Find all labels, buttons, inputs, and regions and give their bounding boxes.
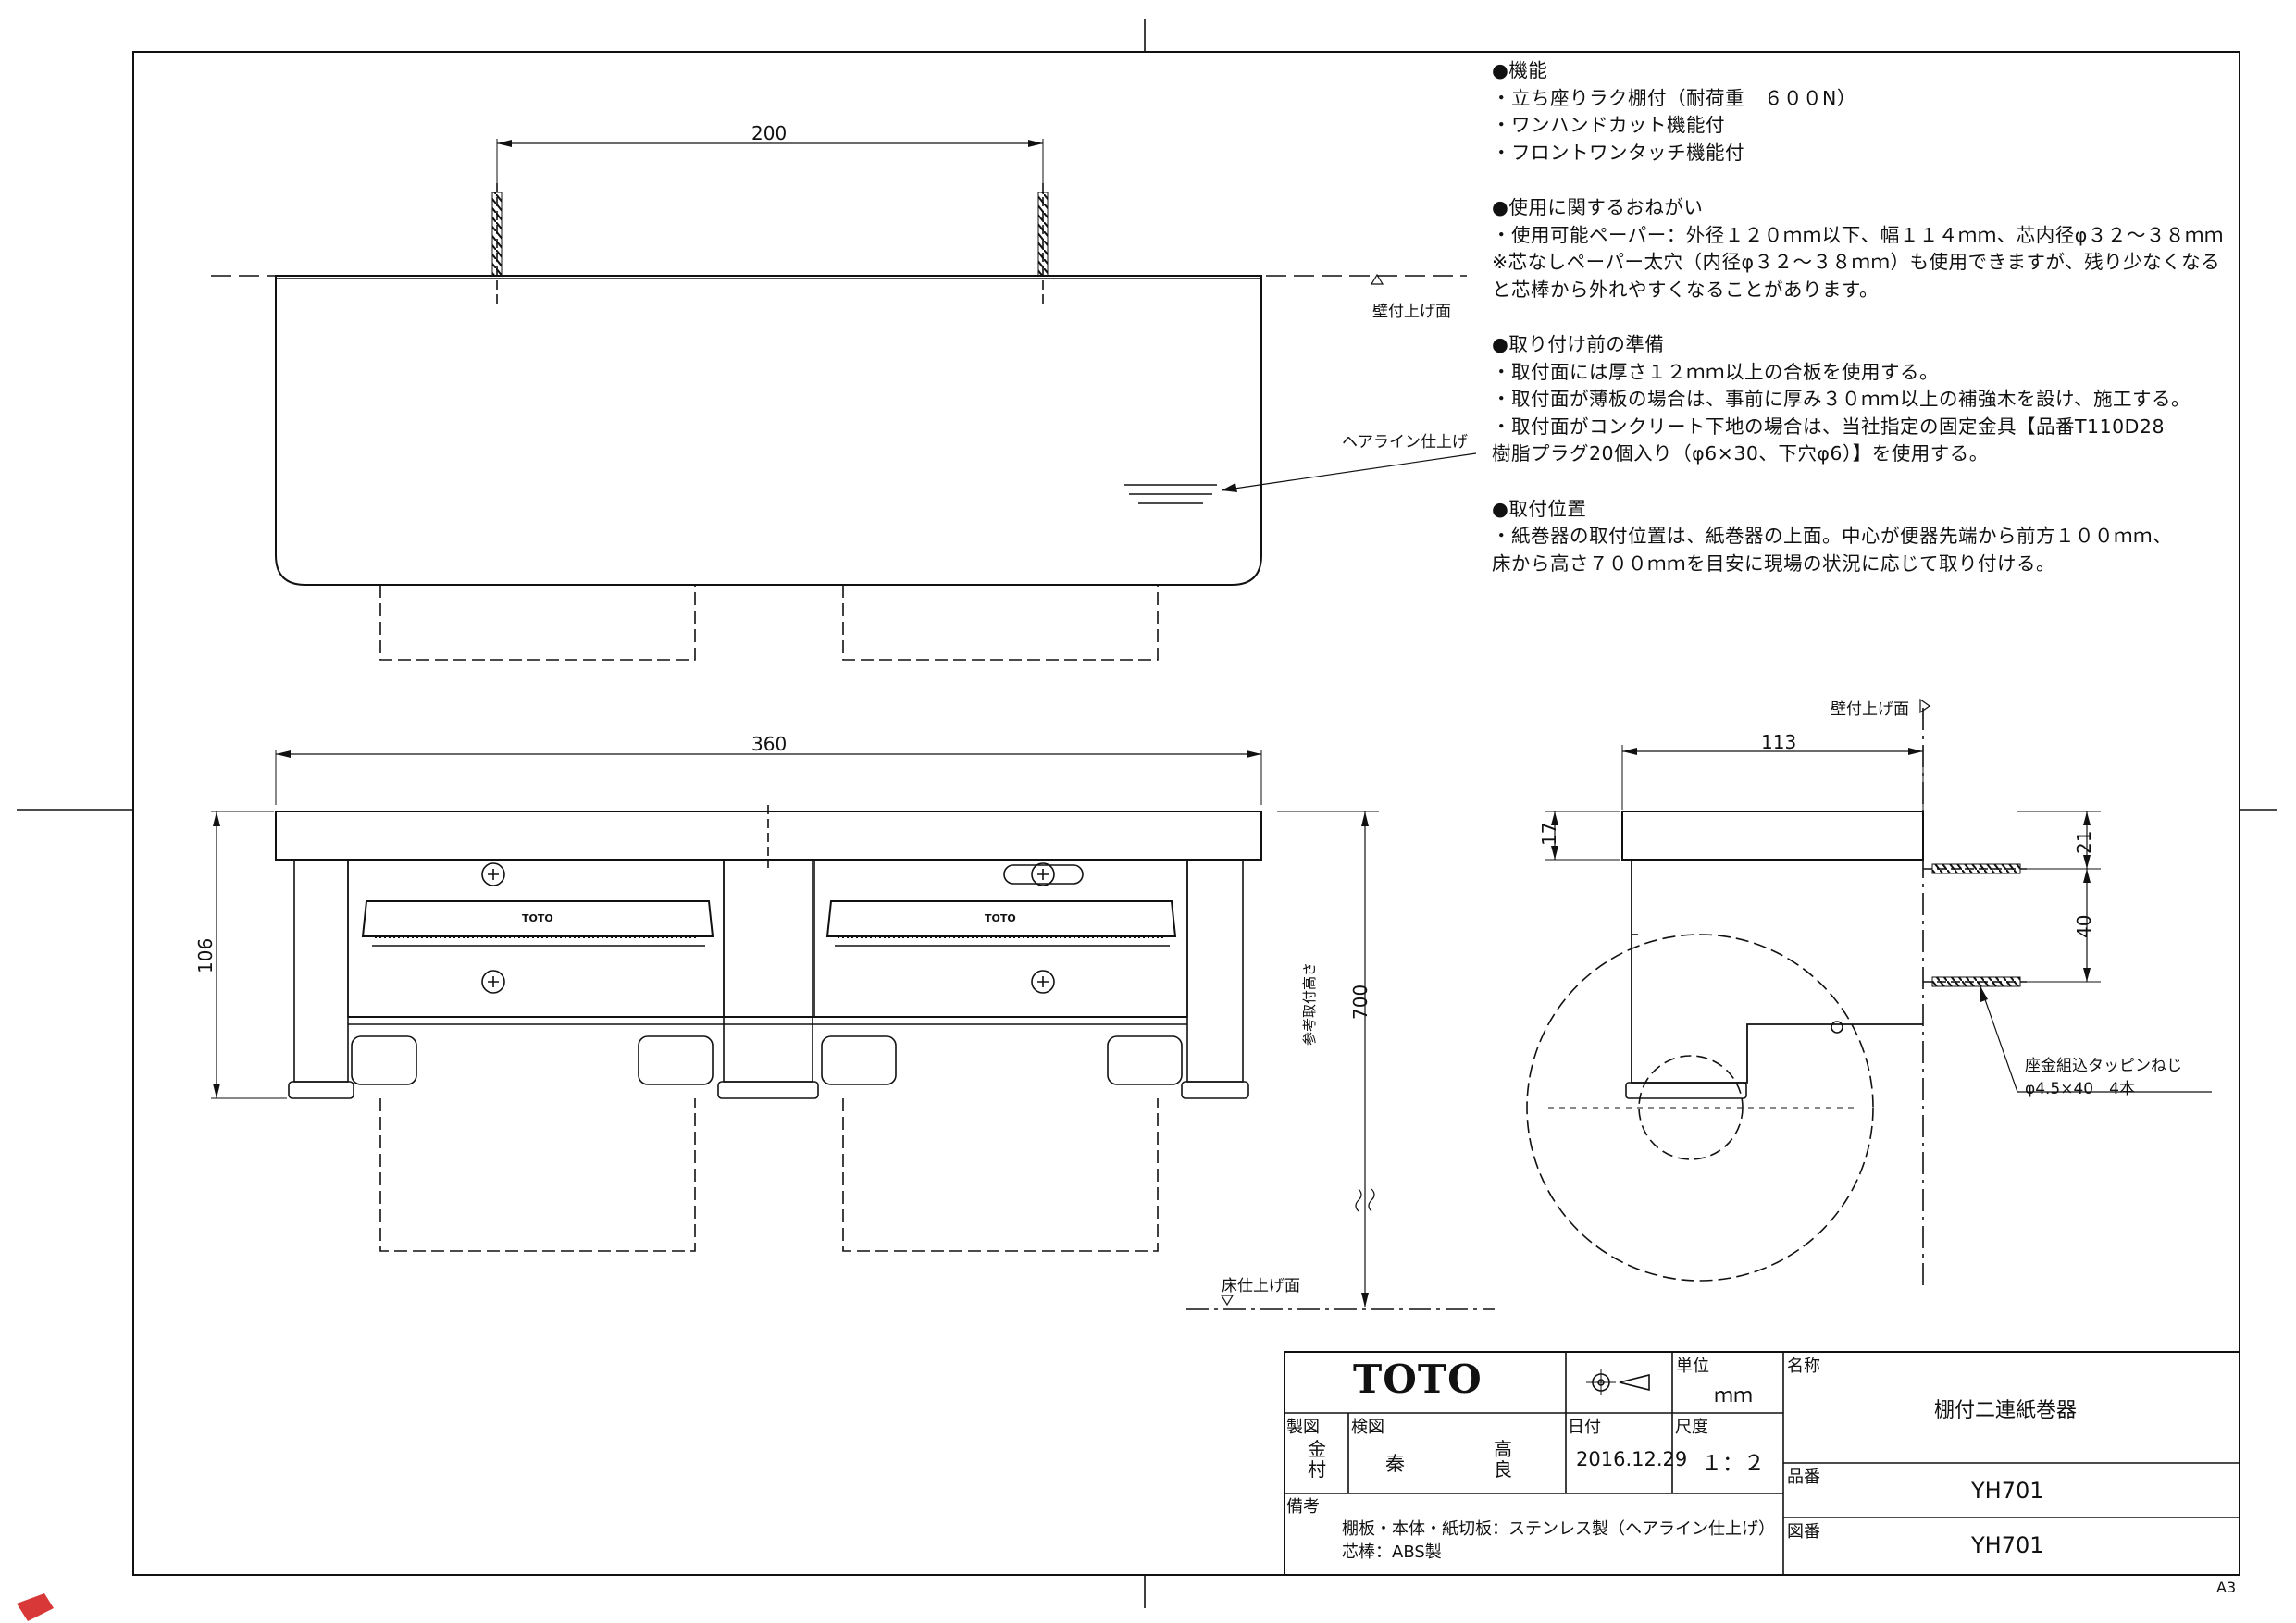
note-line: ・立ち座りラク棚付（耐荷重 ６００N） <box>1492 86 1856 109</box>
date-value: 2016.12.29 <box>1576 1448 1688 1470</box>
unit-value: ｍｍ <box>1714 1384 1753 1406</box>
note-line: 樹脂プラグ20個入り（φ6×30、下穴φ6）】を使用する。 <box>1492 442 1989 465</box>
drawn-value: 金村 <box>1308 1438 1326 1481</box>
dim-front-width: 360 <box>751 733 788 755</box>
unit-label: 単位 <box>1676 1357 1709 1376</box>
sheet-size: A3 <box>2216 1579 2237 1596</box>
dim-screw-spacing: 40 <box>2073 914 2095 938</box>
dim-shelf-thickness: 17 <box>1538 822 1560 846</box>
corner-mark-icon <box>17 1593 54 1621</box>
note-line: 床から高さ７００ｍｍを目安に現場の状況に応じて取り付ける。 <box>1492 551 2055 575</box>
note-heading-prep: ●取り付け前の準備 <box>1492 332 1665 355</box>
checked-value-2: 高良 <box>1494 1438 1512 1481</box>
note-heading-position: ●取付位置 <box>1492 497 1587 520</box>
note-line: ・ワンハンドカット機能付 <box>1492 114 1725 137</box>
note-line: ※芯なしペーパー太穴（内径φ３２～３８ｍｍ）も使用できますが、残り少なくなる <box>1492 251 2221 274</box>
name-value: 棚付二連紙巻器 <box>1934 1399 2078 1422</box>
dim-screw-offset: 21 <box>2073 830 2095 854</box>
scale-label: 尺度 <box>1675 1418 1708 1437</box>
note-line: ・取付面がコンクリート下地の場合は、当社指定の固定金具【品番T110D28 <box>1492 415 2166 438</box>
remarks-line-1: 棚板・本体・紙切板：ステンレス製（ヘアライン仕上げ） <box>1342 1519 1775 1539</box>
cutter-logo-left: TOTO <box>522 912 553 924</box>
wall-finish-label-side: 壁付上げ面 <box>1831 700 1909 719</box>
product-value: YH701 <box>1971 1478 2044 1504</box>
cutter-logo-right: TOTO <box>985 912 1016 924</box>
note-line: と芯棒から外れやすくなることがあります。 <box>1492 278 1879 301</box>
checked-value-1: 秦 <box>1385 1453 1405 1475</box>
note-line: ・フロントワンタッチ機能付 <box>1492 141 1744 164</box>
dim-side-depth: 113 <box>1761 731 1797 753</box>
dim-top-spacing: 200 <box>751 122 788 144</box>
wall-finish-label-top: 壁付上げ面 <box>1372 303 1451 321</box>
product-label: 品番 <box>1787 1468 1820 1487</box>
side-view <box>1526 698 2212 1286</box>
drawing-no-label: 図番 <box>1787 1522 1820 1542</box>
remarks-label: 備考 <box>1286 1497 1320 1517</box>
screw-note-2: φ4.5×40 4本 <box>2025 1080 2135 1098</box>
note-heading-usage: ●使用に関するおねがい <box>1492 195 1704 218</box>
dim-mount-height: 700 <box>1349 984 1371 1020</box>
name-label: 名称 <box>1787 1357 1820 1376</box>
title-block-grid <box>1284 1351 2240 1576</box>
note-line: ・取付面には厚さ１２ｍｍ以上の合板を使用する。 <box>1492 360 1939 383</box>
top-view <box>211 139 1477 661</box>
floor-finish-label: 床仕上げ面 <box>1222 1277 1300 1295</box>
screw-note-1: 座金組込タッピンねじ <box>2025 1057 2182 1075</box>
date-label: 日付 <box>1568 1418 1601 1437</box>
scale-value: １：２ <box>1701 1452 1765 1476</box>
front-view <box>211 750 1495 1310</box>
ref-mount-height-label: 参考取付高さ <box>1301 961 1318 1046</box>
note-heading-function: ●機能 <box>1492 59 1548 81</box>
sheet-border <box>132 51 2240 1576</box>
note-line: ・使用可能ペーパー：外径１２０ｍｍ以下、幅１１４ｍｍ、芯内径φ３２～３８ｍｍ <box>1492 223 2224 246</box>
checked-label: 検図 <box>1351 1418 1384 1437</box>
note-line: ・取付面が薄板の場合は、事前に厚み３０ｍｍ以上の補強木を設け、施工する。 <box>1492 388 2191 411</box>
notes-panel: ●機能 ・立ち座りラク棚付（耐荷重 ６００N） ・ワンハンドカット機能付 ・フロ… <box>1492 57 2269 577</box>
hairline-finish-label: ヘアライン仕上げ <box>1342 433 1468 452</box>
title-block-logo: TOTO <box>1353 1357 1483 1402</box>
drawn-label: 製図 <box>1286 1418 1320 1437</box>
drawing-no-value: YH701 <box>1971 1532 2044 1558</box>
note-line: ・紙巻器の取付位置は、紙巻器の上面。中心が便器先端から前方１００ｍｍ、 <box>1492 525 2172 548</box>
remarks-line-2: 芯棒：ABS製 <box>1342 1542 1442 1562</box>
dim-front-height: 106 <box>194 937 217 973</box>
